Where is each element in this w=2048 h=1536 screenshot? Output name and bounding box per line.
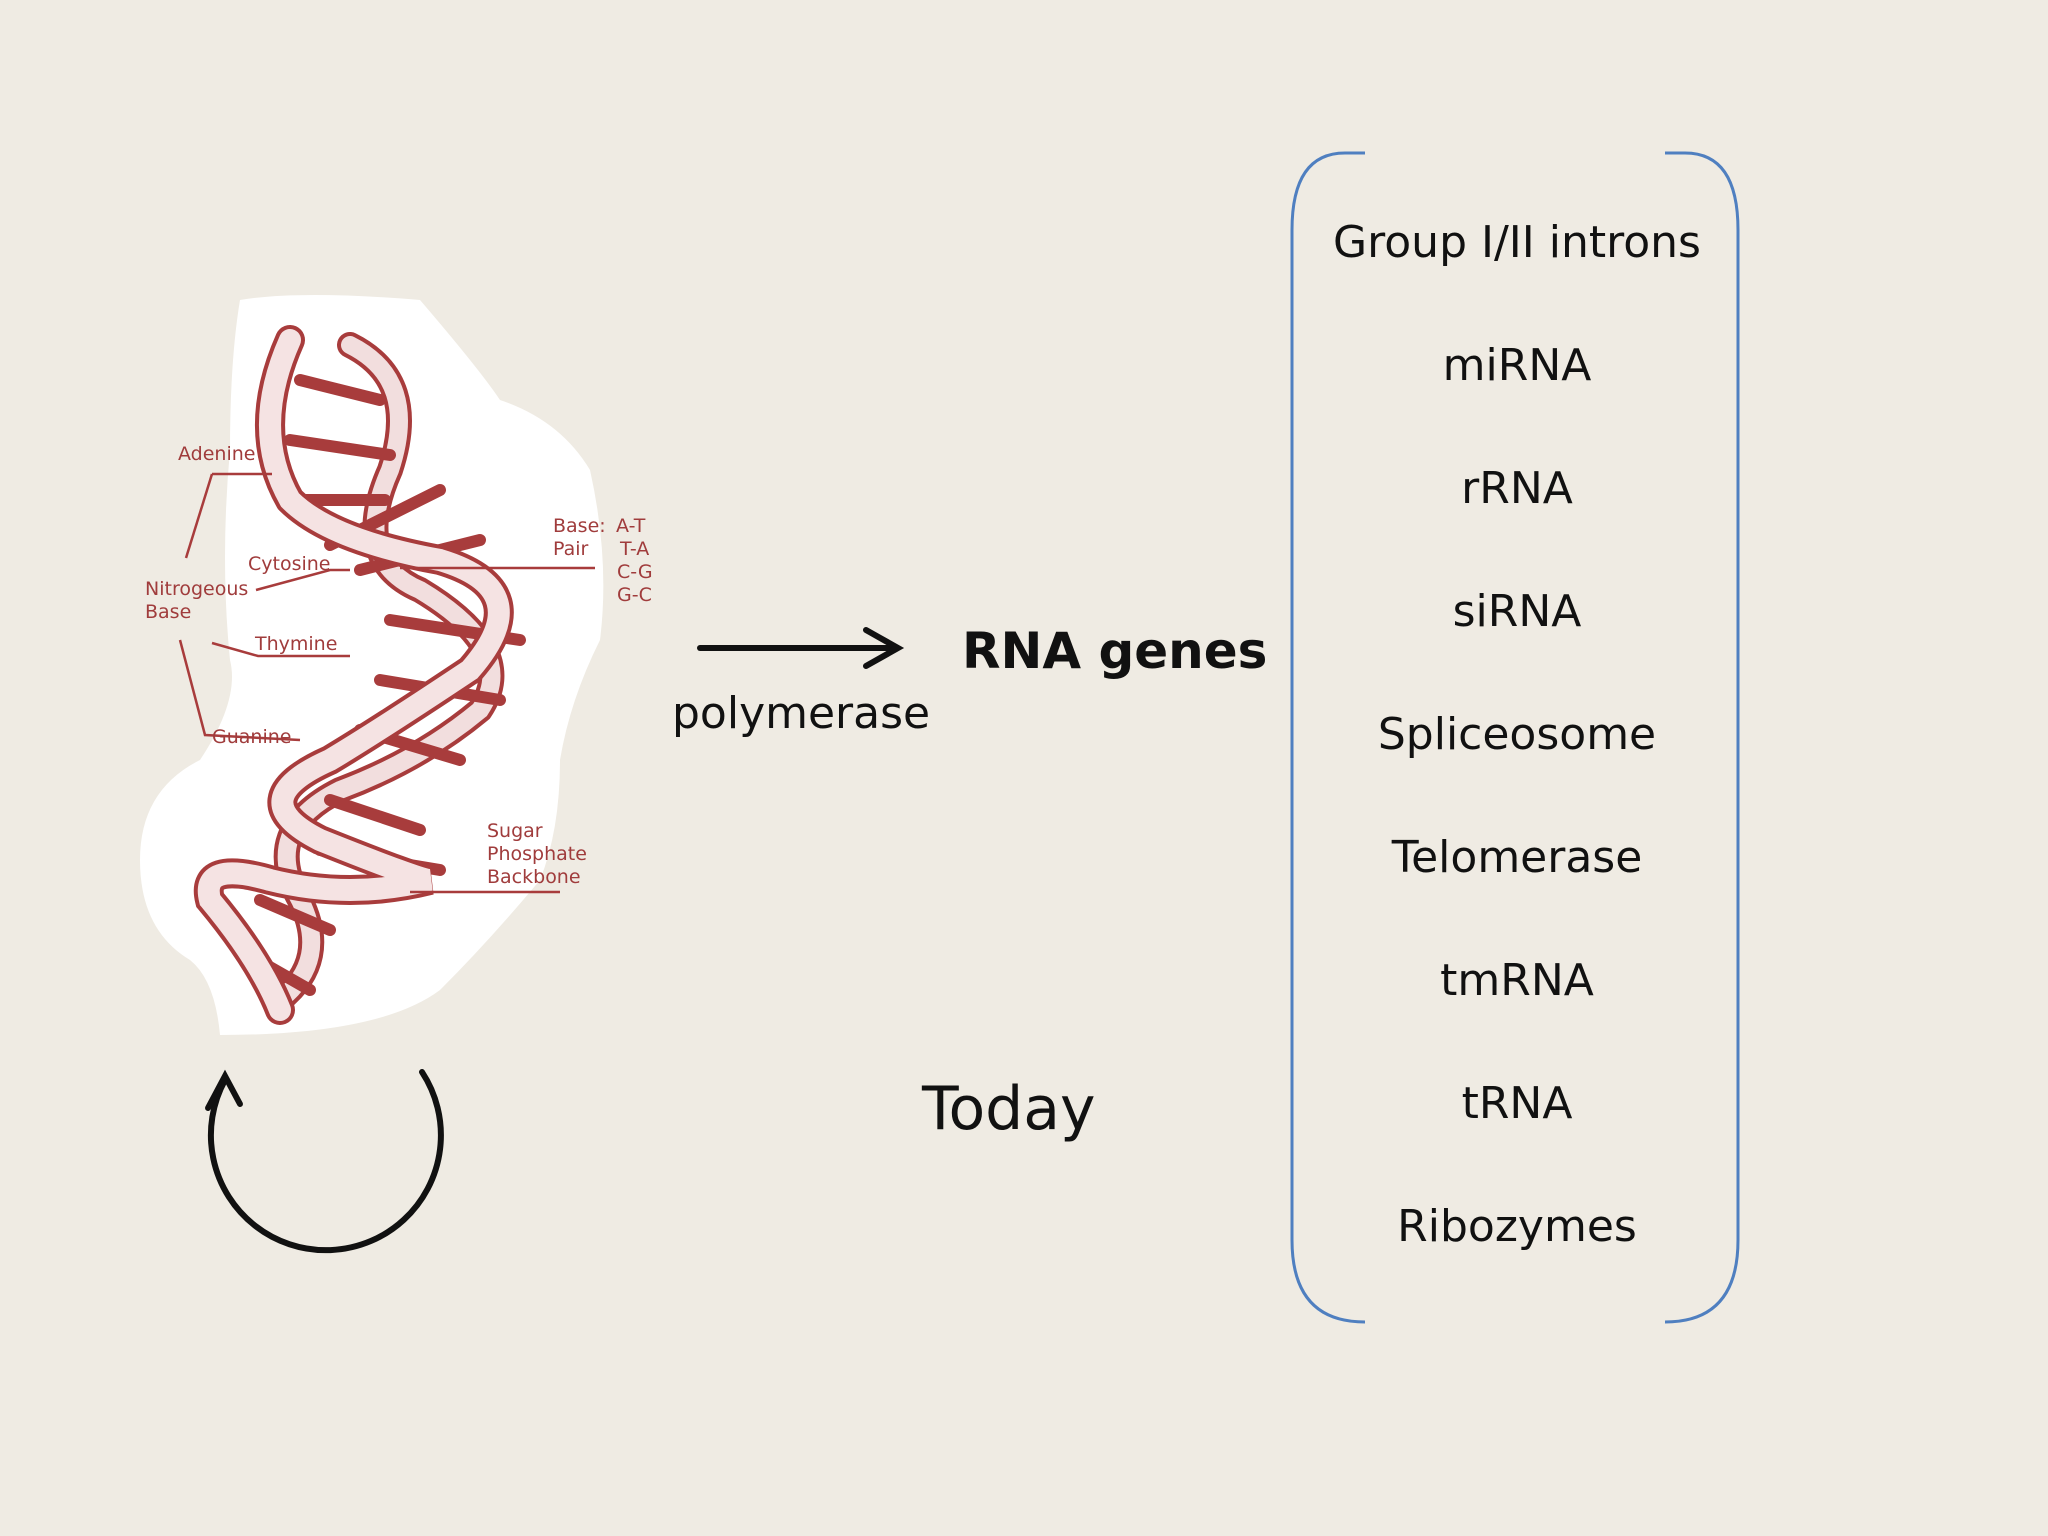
today-caption: Today [922,1074,1096,1144]
list-item: tRNA [1461,1078,1573,1129]
dna-front-strand-fill [197,329,510,1021]
list-item: Ribozymes [1397,1201,1637,1252]
dna-figure-halo [140,295,604,1035]
list-item: siRNA [1452,586,1582,637]
list-item: Spliceosome [1377,709,1657,760]
list-item: Telomerase [1391,832,1643,883]
polymerase-label: polymerase [672,688,931,739]
dna-label-leaders [178,472,595,894]
label-guanine: Guanine [212,726,291,748]
label-base: Base [145,601,191,623]
label-adenine: Adenine [178,443,255,465]
list-item: Group I/II introns [1333,217,1701,268]
label-base-pair-1: Base: [553,515,606,537]
rna-types-list: Group I/II introns miRNA rRNA siRNA Spli… [1292,190,1742,1297]
label-sugar: Sugar [487,820,543,842]
label-backbone: Backbone [487,866,581,888]
label-pair-ta: T-A [619,538,649,560]
list-item: tmRNA [1440,955,1594,1006]
rna-list-bracket [1290,151,1740,1324]
transcription-arrow [697,627,905,669]
dna-double-helix-figure: Adenine Cytosine Nitrogeous Base Thymine… [140,295,653,1035]
label-cytosine: Cytosine [248,553,331,575]
rna-genes-label: RNA genes [962,622,1268,680]
label-nitrogeous: Nitrogeous [145,578,248,600]
list-item: miRNA [1442,340,1592,391]
label-pair-at: A-T [616,515,646,537]
replication-cycle-arrow [205,1069,444,1254]
label-phosphate: Phosphate [487,843,587,865]
label-base-pair-2: Pair [553,538,589,560]
label-pair-gc: G-C [617,584,652,606]
label-thymine: Thymine [254,633,337,655]
label-pair-cg: C-G [617,561,653,583]
list-item: rRNA [1461,463,1573,514]
